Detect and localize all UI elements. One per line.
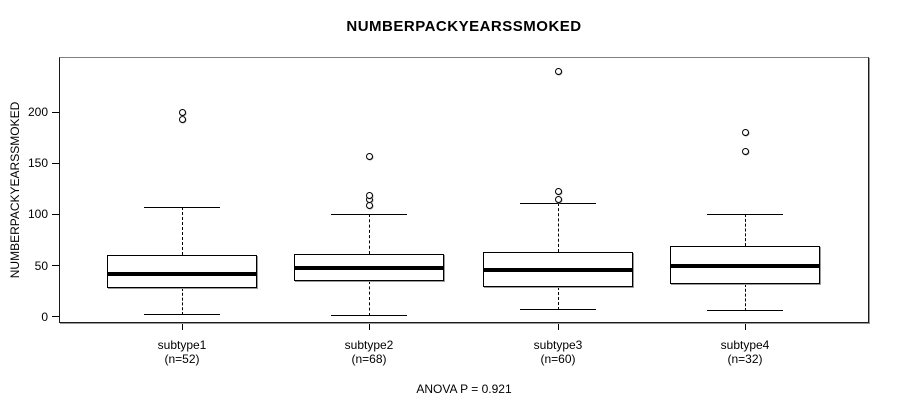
- x-axis-label: subtype3(n=60): [534, 338, 583, 366]
- lower-whisker-cap: [331, 315, 407, 317]
- lower-whisker-cap: [707, 310, 783, 312]
- y-axis-tick: [52, 213, 59, 215]
- median-line: [670, 263, 820, 268]
- y-axis-tick-label: 150: [27, 156, 48, 171]
- chart-title: NUMBERPACKYEARSSMOKED: [346, 18, 582, 35]
- y-axis-tick: [52, 111, 59, 113]
- iqr-box: [107, 255, 257, 289]
- median-line: [294, 265, 444, 270]
- y-axis-tick: [52, 162, 59, 164]
- upper-whisker-cap: [144, 206, 220, 208]
- upper-whisker-line: [557, 203, 559, 253]
- outlier-point: [365, 192, 373, 200]
- outlier-point: [554, 188, 562, 196]
- outlier-point: [178, 115, 186, 123]
- category-count: (n=32): [727, 352, 763, 366]
- upper-whisker-line: [368, 214, 370, 255]
- category-name: subtype3: [533, 338, 583, 352]
- x-axis-tick: [368, 324, 370, 330]
- y-axis-tick-label: 50: [34, 258, 48, 273]
- upper-whisker-cap: [520, 202, 596, 204]
- y-axis-tick: [52, 316, 59, 318]
- category-count: (n=52): [164, 352, 200, 366]
- outlier-point: [365, 152, 373, 160]
- outlier-point: [741, 128, 749, 136]
- upper-whisker-cap: [707, 213, 783, 215]
- y-axis-tick-label: 0: [41, 309, 48, 324]
- category-count: (n=68): [351, 352, 387, 366]
- lower-whisker-line: [368, 281, 370, 316]
- y-axis-tick-label: 100: [27, 207, 48, 222]
- lower-whisker-cap: [520, 309, 596, 311]
- category-name: subtype1: [157, 338, 207, 352]
- anova-annotation: ANOVA P = 0.921: [416, 382, 512, 396]
- lower-whisker-cap: [144, 314, 220, 316]
- median-line: [107, 271, 257, 276]
- x-axis-label: subtype2(n=68): [345, 338, 394, 366]
- outlier-point: [178, 108, 186, 116]
- category-name: subtype4: [720, 338, 770, 352]
- upper-whisker-line: [744, 214, 746, 247]
- lower-whisker-line: [557, 287, 559, 310]
- x-axis-tick: [557, 324, 559, 330]
- lower-whisker-line: [181, 288, 183, 315]
- upper-whisker-cap: [331, 213, 407, 215]
- median-line: [483, 267, 633, 272]
- outlier-point: [741, 148, 749, 156]
- x-axis-tick: [744, 324, 746, 330]
- x-axis-label: subtype1(n=52): [158, 338, 207, 366]
- x-axis-tick: [181, 324, 183, 330]
- category-name: subtype2: [344, 338, 394, 352]
- y-axis-tick: [52, 265, 59, 267]
- outlier-point: [554, 195, 562, 203]
- outlier-point: [554, 67, 562, 75]
- y-axis-tick-label: 200: [27, 105, 48, 119]
- lower-whisker-line: [744, 284, 746, 311]
- upper-whisker-line: [181, 207, 183, 256]
- outlier-point: [365, 201, 373, 209]
- category-count: (n=60): [540, 352, 576, 366]
- x-axis-label: subtype4(n=32): [721, 338, 770, 366]
- y-axis-title: NUMBERPACKYEARSSMOKED: [8, 101, 22, 279]
